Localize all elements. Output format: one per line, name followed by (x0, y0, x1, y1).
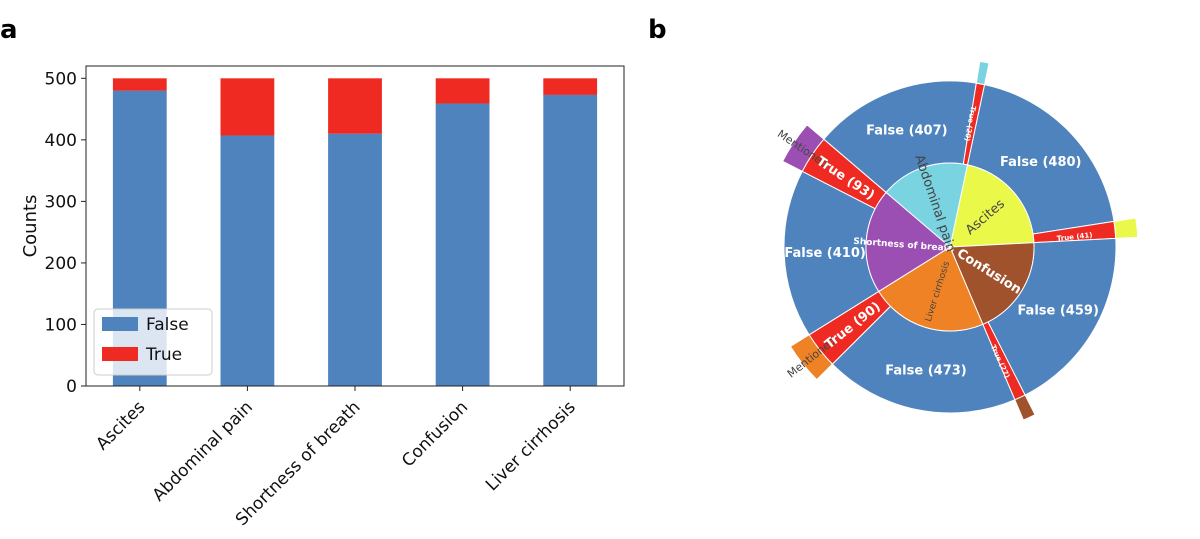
inner-slice-confusion (949, 242, 1035, 325)
ring-label-shortness-of-breath-false: False (410) (784, 246, 865, 261)
bar-false-confusion (435, 103, 490, 387)
inner-slice-shortness-of-breath (865, 191, 951, 293)
ring-label-ascites-false: False (480) (1000, 155, 1081, 170)
bar-true-abdominal-pain (220, 78, 275, 136)
legend-swatch-false (102, 317, 138, 331)
x-tick-label: Ascites (92, 397, 149, 454)
x-tick-label: Abdominal pain (149, 397, 257, 505)
legend-swatch-true (102, 347, 138, 361)
y-axis-title: Counts (20, 195, 41, 258)
panel-b-letter: b (648, 15, 667, 45)
ring-label-ascites-true: True (41) (1056, 231, 1092, 243)
y-tick-label: 500 (45, 69, 77, 89)
bar-false-liver-cirrhosis (543, 94, 598, 386)
mentioned-band-confusion (1014, 394, 1036, 421)
y-tick-label: 100 (45, 315, 77, 335)
ring-label-liver-cirrhosis-false: False (473) (885, 364, 966, 379)
x-tick-label: Confusion (398, 397, 472, 471)
sunburst-chart: MentionedMentionedAscitesConfusionLiver … (775, 60, 1139, 421)
inner-slice-abdominal-pain (885, 162, 969, 248)
x-tick-label: Shortness of breath (232, 397, 365, 530)
bar-true-liver-cirrhosis (543, 78, 598, 95)
bar-false-abdominal-pain (220, 135, 275, 386)
panel-a-letter: a (0, 15, 18, 45)
y-tick-label: 400 (45, 131, 77, 151)
mentioned-band-ascites (1113, 217, 1139, 239)
bar-true-ascites (112, 78, 167, 91)
x-tick-label: Liver cirrhosis (482, 397, 580, 495)
y-tick-label: 200 (45, 254, 77, 274)
bar-false-shortness-of-breath (328, 133, 382, 386)
legend-label-true: True (145, 345, 182, 365)
inner-slice-liver-cirrhosis (878, 246, 984, 332)
y-tick-label: 0 (66, 377, 77, 397)
bar-true-shortness-of-breath (328, 78, 382, 134)
mentioned-band-abdominal-pain (975, 60, 990, 86)
ring-label-abdominal-pain-false: False (407) (866, 124, 947, 139)
inner-slice-ascites (949, 164, 1035, 248)
mentioned-band-shortness-of-breath (781, 124, 825, 173)
legend-label-false: False (146, 315, 189, 335)
bar-true-confusion (435, 78, 490, 104)
ring-label-confusion-false: False (459) (1017, 304, 1098, 319)
y-tick-label: 300 (45, 192, 77, 212)
mentioned-band-liver-cirrhosis (789, 334, 834, 381)
